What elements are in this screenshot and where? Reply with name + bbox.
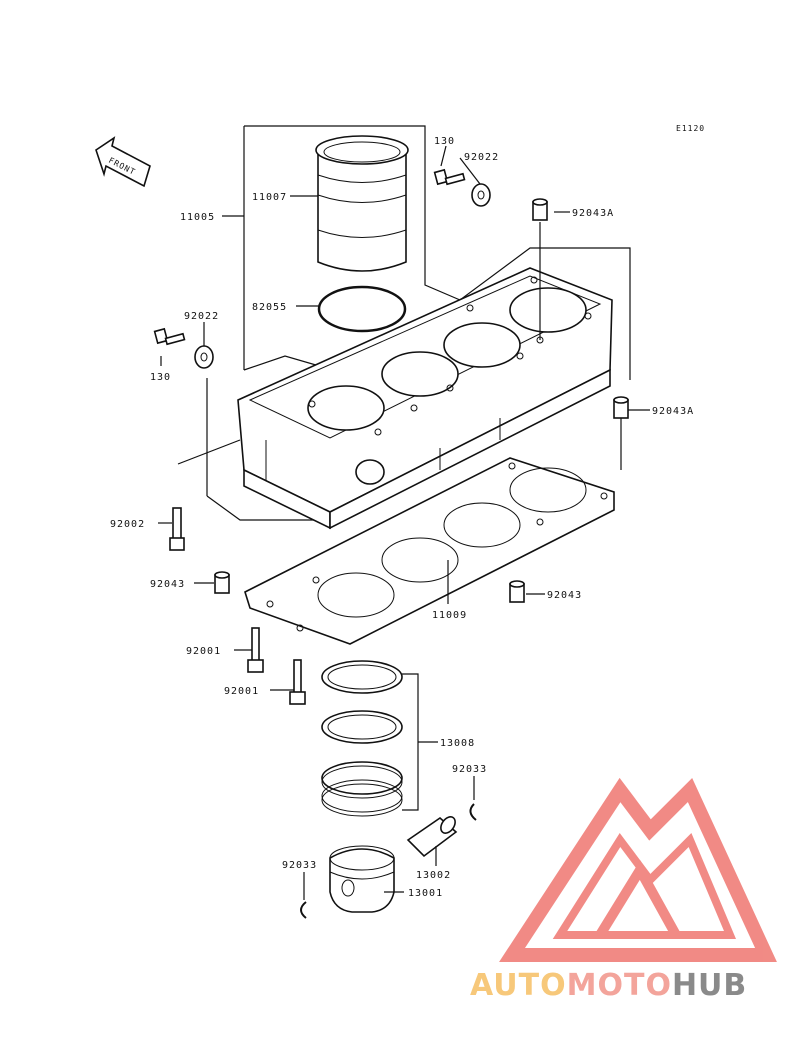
watermark-text: AUTOMOTOHUB [470, 968, 747, 1003]
cylinder-block [237, 267, 613, 530]
washer-left [194, 345, 214, 369]
label-11007: 11007 [252, 192, 287, 203]
label-92022-left: 92022 [184, 311, 219, 322]
label-92043a-top: 92043A [572, 208, 614, 219]
label-11005: 11005 [180, 212, 215, 223]
bolt-92002 [169, 507, 185, 551]
label-92043a-right: 92043A [652, 406, 694, 417]
watermark-moto: MOTO [567, 968, 672, 1003]
dowel-left [214, 571, 230, 594]
dowel-top [532, 198, 548, 221]
cylinder-liner [315, 135, 409, 272]
diagram-code: E1120 [676, 124, 705, 133]
bolt-92001-b [289, 659, 306, 705]
circlip-right [469, 803, 477, 821]
bolt-left [153, 327, 186, 346]
label-130-left: 130 [150, 372, 171, 383]
label-82055: 82055 [252, 302, 287, 313]
label-13001: 13001 [408, 888, 443, 899]
leader-lines [158, 145, 650, 900]
bolt-top [433, 168, 466, 186]
label-92033-left: 92033 [282, 860, 317, 871]
base-gasket [244, 457, 615, 645]
label-92022-top: 92022 [464, 152, 499, 163]
label-13002: 13002 [416, 870, 451, 881]
label-13008: 13008 [440, 738, 475, 749]
bolt-92001-a [247, 627, 264, 673]
dowel-right [613, 396, 629, 419]
piston-ring-oil [321, 761, 403, 817]
washer-top [471, 183, 491, 207]
label-130-top: 130 [434, 136, 455, 147]
piston-pin [406, 816, 458, 858]
piston [329, 845, 395, 913]
circlip-left [300, 901, 307, 919]
o-ring [317, 285, 407, 333]
label-92001-b: 92001 [224, 686, 259, 697]
watermark-logo-icon [499, 777, 777, 962]
label-92043-left: 92043 [150, 579, 185, 590]
label-92033-right: 92033 [452, 764, 487, 775]
piston-ring-top [321, 660, 403, 694]
label-92002: 92002 [110, 519, 145, 530]
dowel-bottom-right [509, 580, 525, 603]
label-11009: 11009 [432, 610, 467, 621]
label-92043-right: 92043 [547, 590, 582, 601]
watermark-auto: AUTO [470, 968, 567, 1003]
piston-ring-second [321, 710, 403, 744]
front-arrow-icon: FRONT [95, 136, 151, 188]
watermark-hub: HUB [672, 968, 747, 1003]
label-92001-a: 92001 [186, 646, 221, 657]
svg-text:AUTOMOTOHUB: AUTOMOTOHUB [470, 968, 747, 1003]
